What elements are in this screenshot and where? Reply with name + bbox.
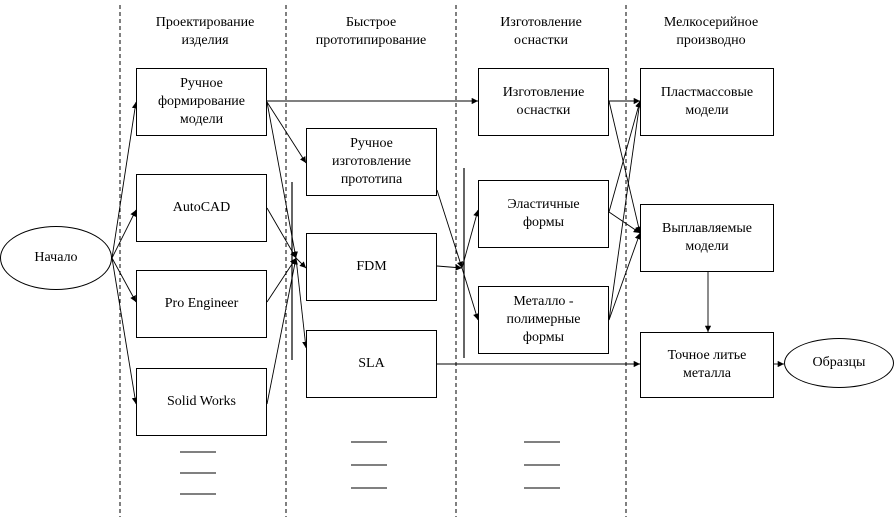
box-solid-works: Solid Works <box>136 368 267 436</box>
end-label: Образцы <box>812 355 866 370</box>
box-pro-engineer: Pro Engineer <box>136 270 267 338</box>
box-precision-casting: Точное литье металла <box>640 332 774 398</box>
bracket-bars <box>291 168 465 360</box>
box-autocad: AutoCAD <box>136 174 267 242</box>
box-investment-models: Выплавляемые модели <box>640 204 774 272</box>
start-node: Начало <box>0 226 112 290</box>
box-fdm: FDM <box>306 233 437 301</box>
box-hand-prototype: Ручное изготовление прототипа <box>306 128 437 196</box>
column-title-tooling: Изготовление оснастки <box>500 15 582 48</box>
column-title-design: Проектирование изделия <box>155 15 255 48</box>
start-label: Начало <box>34 250 78 265</box>
box-elastic-molds: Эластичные формы <box>478 180 609 248</box>
end-node: Образцы <box>784 338 894 388</box>
column-title-production: Мелкосерийное производно <box>663 15 759 48</box>
box-metal-polymer-molds: Металло - полимерные формы <box>478 286 609 354</box>
column-separators <box>119 5 627 517</box>
box-tooling: Изготовление оснастки <box>478 68 609 136</box>
flow-arrows <box>111 97 784 405</box>
box-hand-modeling: Ручное формирование модели <box>136 68 267 136</box>
box-sla: SLA <box>306 330 437 398</box>
column-title-prototyping: Быстрое прототипирование <box>315 15 427 48</box>
box-plastic-models: Пластмассовые модели <box>640 68 774 136</box>
placeholder-lines <box>180 441 560 495</box>
